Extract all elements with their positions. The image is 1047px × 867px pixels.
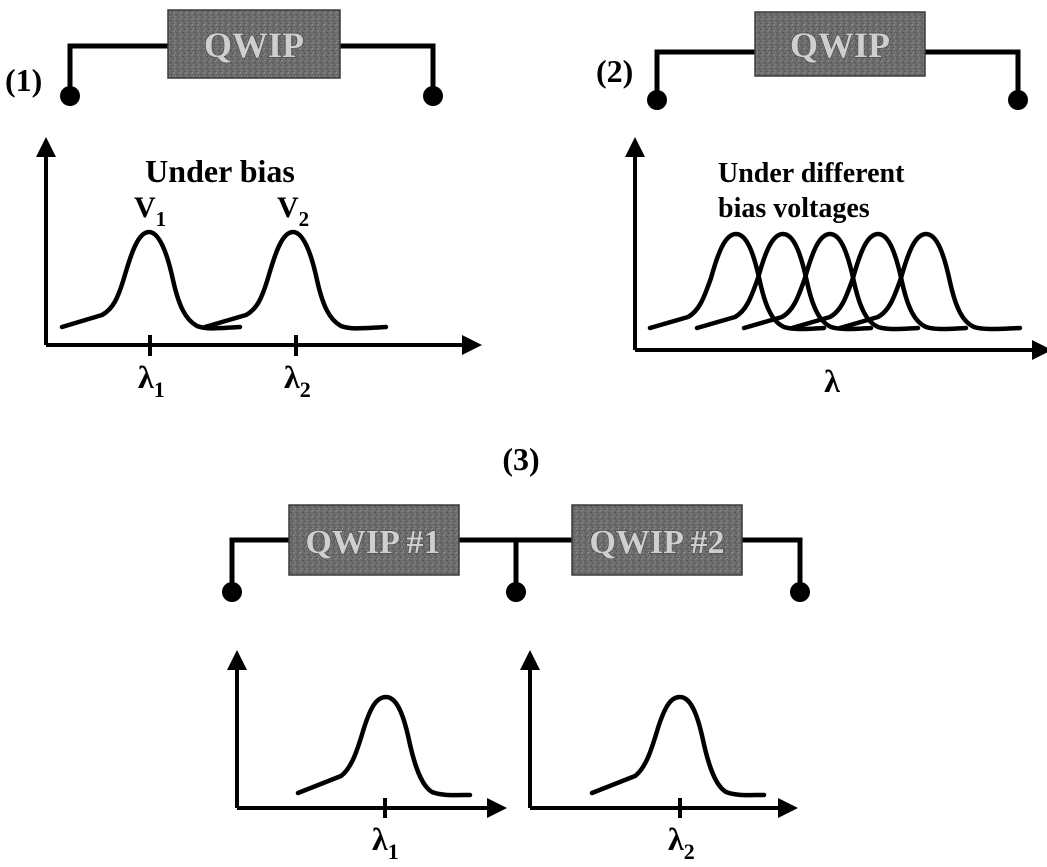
panel-1-terminal-right [423, 86, 443, 106]
panel-3: (3) QWIP #1 QWIP #2 λ1 λ2 [222, 441, 810, 864]
panel-3-wire-right [737, 537, 803, 595]
panel-2-label: (2) [596, 53, 633, 89]
panel-1-wire-left [67, 43, 173, 99]
panel-1-v1-sub: 1 [156, 207, 167, 231]
panel-1-qwip-label: QWIP [204, 25, 304, 65]
panel-2-response-curve-5 [837, 231, 1023, 332]
panel-3-right-lambda-sub: 2 [684, 839, 695, 862]
panel-1-terminal-left [60, 86, 80, 106]
panel-2-response-curve-3 [741, 231, 921, 332]
panel-2-response-curve-1 [647, 231, 827, 332]
panel-2: (2) QWIP Under different bias voltages λ [596, 11, 1047, 399]
panel-3-label: (3) [502, 441, 539, 477]
panel-2-title-line-2: bias voltages [718, 193, 870, 224]
panel-1-label: (1) [5, 62, 42, 98]
panel-1-lambda-1-sub: 1 [154, 377, 165, 402]
panel-1-lambda-1-main: λ [138, 359, 154, 395]
panel-2-qwip-device [754, 11, 926, 77]
panel-1-wire-right [337, 43, 436, 99]
panel-2-response-curve-4 [789, 231, 969, 332]
panel-1-lambda-2-sub: 2 [300, 377, 311, 402]
panel-2-wire-right [921, 49, 1021, 103]
panel-2-response-curve-2 [694, 231, 874, 332]
panel-3-right-response-curve [589, 694, 767, 798]
panel-2-x-label: λ [824, 363, 840, 399]
panel-1: (1) QWIP Under bias V1 V2 λ1 λ2 [5, 9, 482, 402]
panel-2-title-line-1: Under different [718, 158, 905, 189]
panel-3-wire-left [229, 537, 295, 595]
panel-1-v1-label: V1 [134, 191, 166, 231]
panel-2-terminal-right [1008, 90, 1028, 110]
panel-3-left-lambda-main: λ [372, 821, 388, 857]
panel-1-v2-main: V [277, 191, 299, 224]
panel-3-qwip-1-device [288, 504, 460, 576]
panel-3-right-lambda: λ2 [668, 821, 695, 862]
panel-3-terminal-middle [506, 582, 526, 602]
panel-1-lambda-1: λ1 [138, 359, 165, 402]
panel-1-v1-main: V [134, 191, 156, 224]
panel-1-response-curve-1 [59, 229, 243, 331]
panel-2-qwip-label: QWIP [790, 25, 890, 65]
panel-1-response-curve-2 [202, 229, 389, 331]
panel-3-right-lambda-main: λ [668, 821, 684, 857]
panel-3-left-lambda: λ1 [372, 821, 399, 862]
panel-1-lambda-2-main: λ [284, 359, 300, 395]
panel-3-qwip-1-label: QWIP #1 [305, 524, 440, 561]
panel-3-qwip-2-device [571, 504, 743, 576]
panel-3-qwip-2-label: QWIP #2 [589, 524, 724, 561]
panel-1-title: Under bias [145, 153, 295, 189]
panel-3-left-response-curve [295, 694, 473, 798]
panel-3-terminal-left [222, 582, 242, 602]
panel-1-lambda-2: λ2 [284, 359, 311, 402]
panel-1-qwip-device [167, 9, 341, 79]
panel-3-left-lambda-sub: 1 [388, 839, 399, 862]
panel-2-wire-left [654, 49, 759, 103]
panel-1-v2-sub: 2 [299, 207, 310, 231]
panel-2-terminal-left [647, 90, 667, 110]
panel-3-terminal-right [790, 582, 810, 602]
panel-1-v2-label: V2 [277, 191, 309, 231]
